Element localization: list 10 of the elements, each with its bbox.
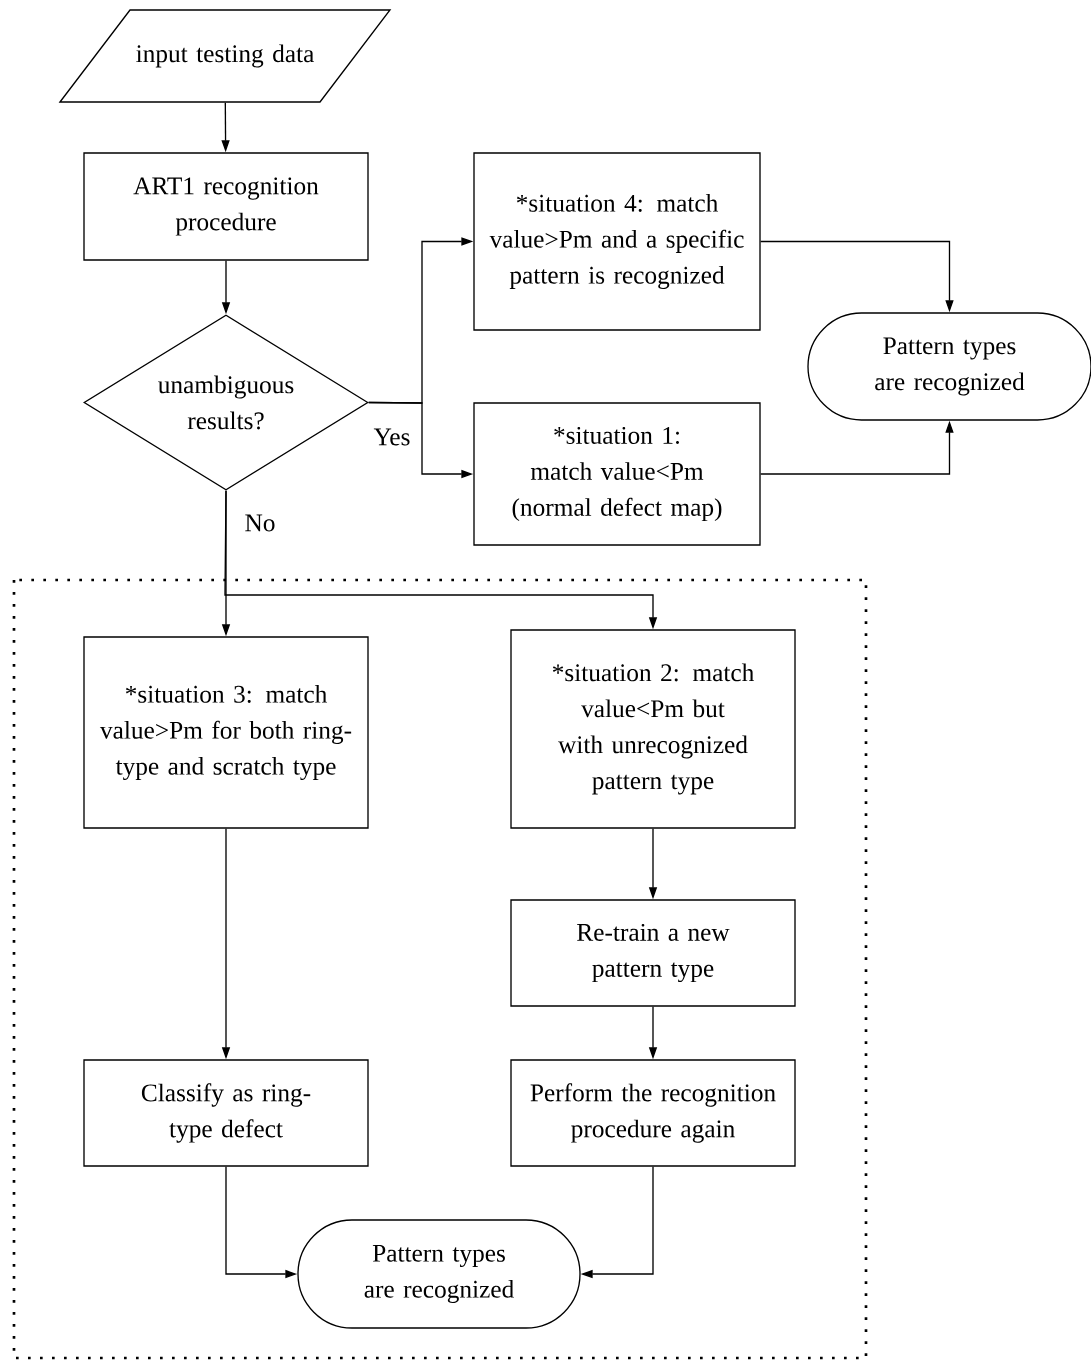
edge-label: Yes	[372, 427, 412, 447]
process-box: *situation 2: match value<Pm but with unrecognized pattern type	[510, 629, 796, 829]
process-box: *situation 4: match value>Pm and a specific pattern is recognized	[473, 152, 761, 331]
process-box: Classify as ring-type defect	[83, 1059, 369, 1167]
process-box: ART1 recognition procedure	[83, 152, 369, 261]
edge-label: No	[243, 513, 277, 533]
process-box: Re-train a new pattern type	[510, 899, 796, 1007]
process-box: *situation 1: match value<Pm (normal defect map)	[473, 402, 761, 546]
process-box: Perform the recognition procedure again	[510, 1059, 796, 1167]
process-box: *situation 3: match value>Pm for both ring-type and scratch type	[83, 636, 369, 829]
